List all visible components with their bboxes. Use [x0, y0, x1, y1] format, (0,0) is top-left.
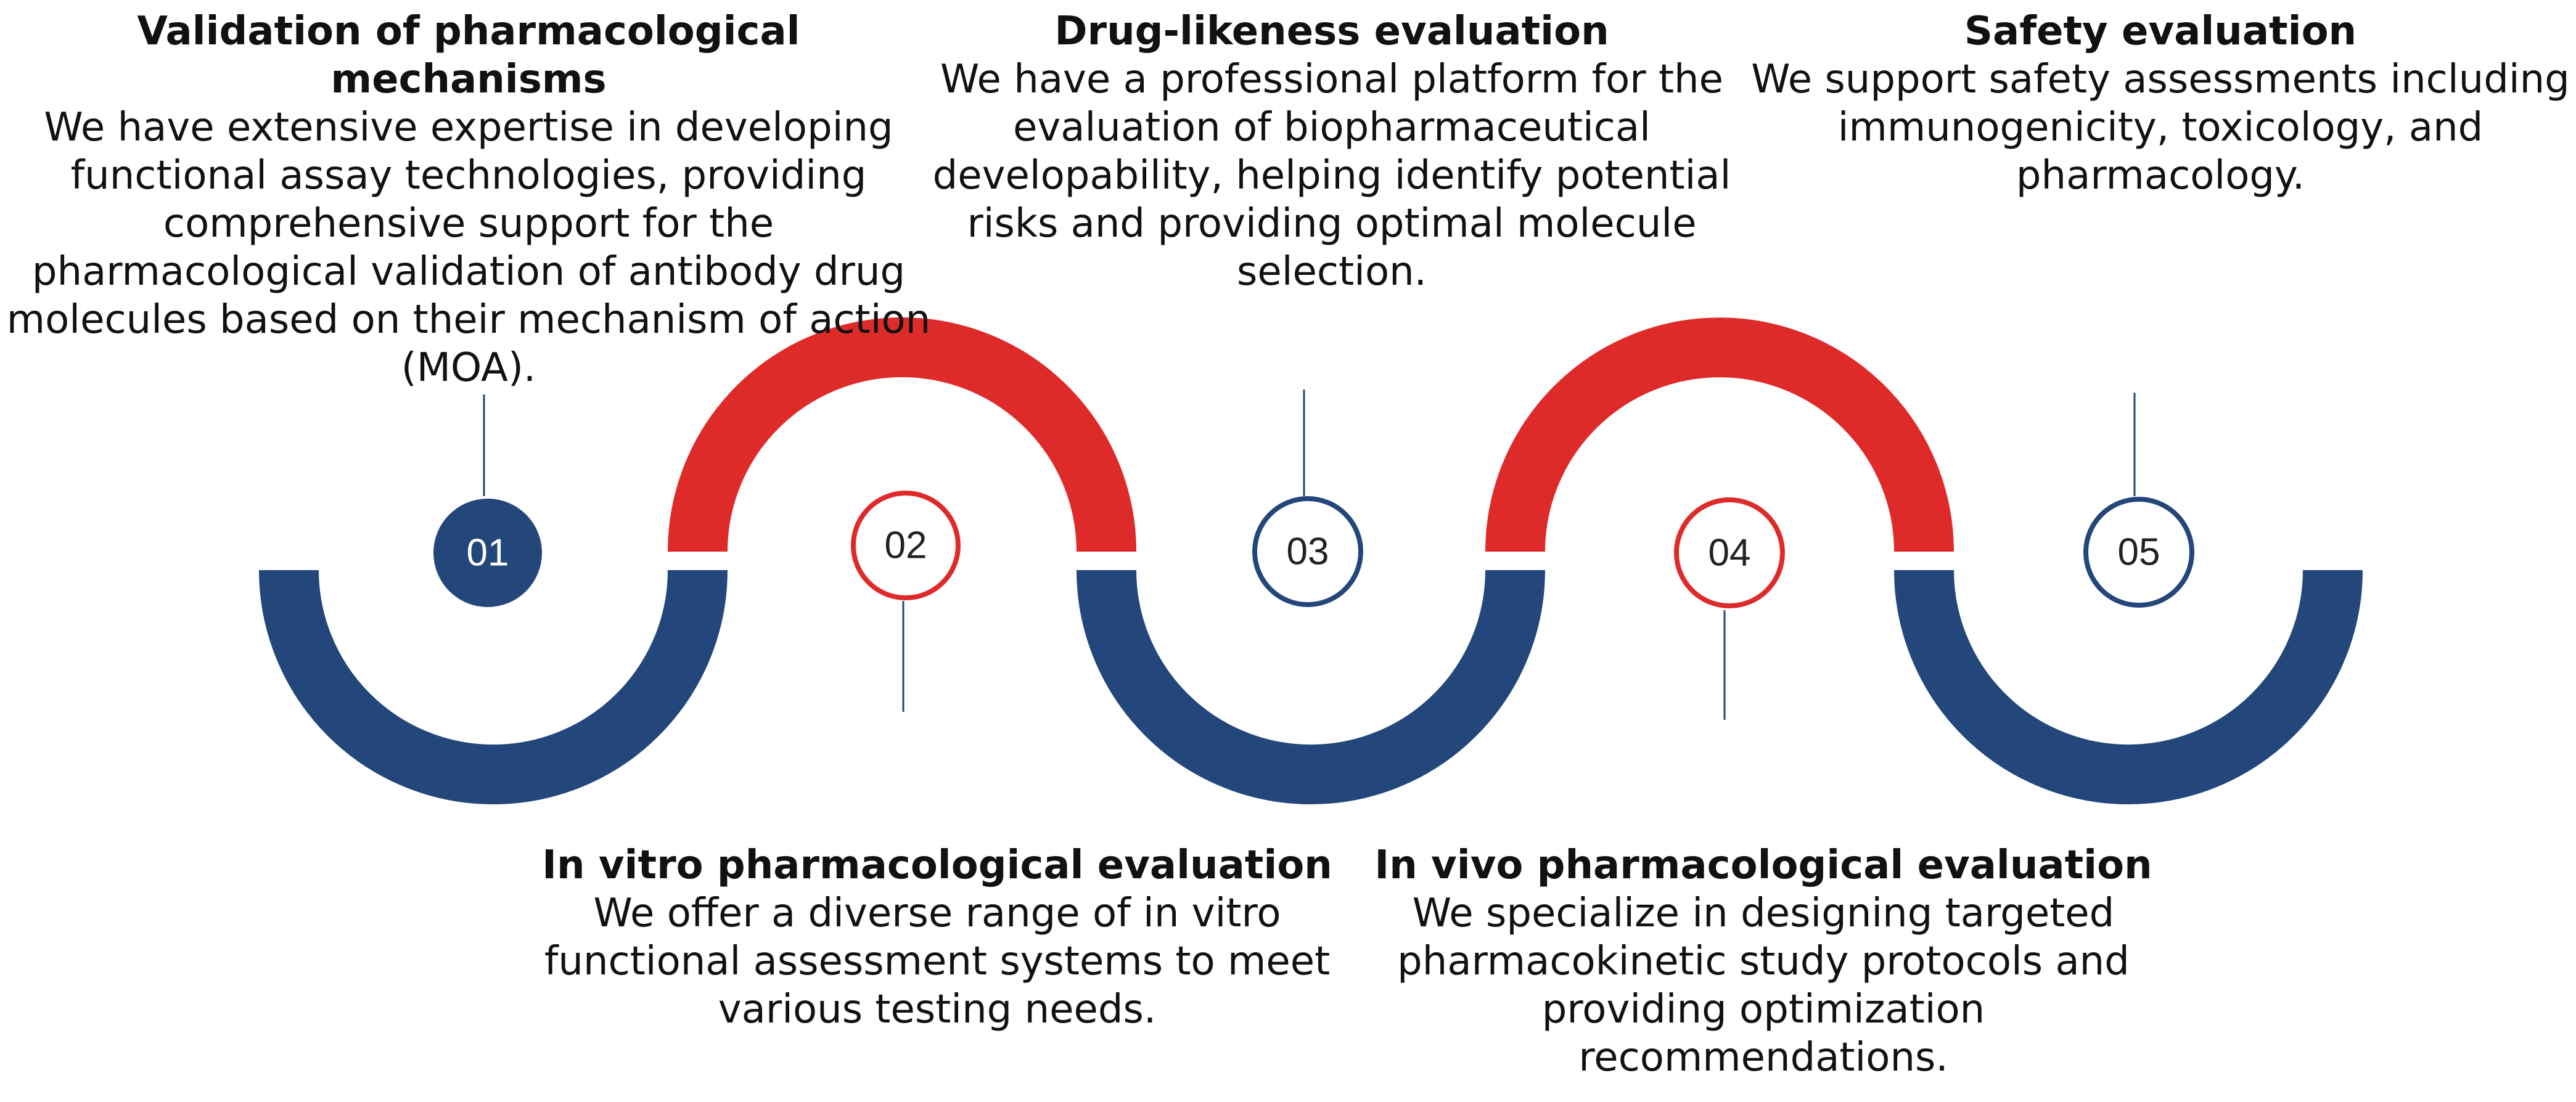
- wave-arc-1: [259, 569, 728, 804]
- step-title-1: Validation of pharmacological mechanisms: [137, 9, 800, 102]
- step-circle-1: [433, 499, 542, 607]
- step-marker-2: 02: [851, 491, 961, 600]
- step-number-5: 05: [2118, 531, 2160, 574]
- step-description-5: We support safety assessments including …: [1751, 57, 2570, 198]
- step-text-1: Validation of pharmacological mechanisms…: [0, 7, 937, 392]
- step-description-4: We specialize in designing targeted phar…: [1397, 891, 2130, 1080]
- step-title-2: In vitro pharmacological evaluation: [542, 843, 1332, 888]
- step-circle-2: [851, 491, 961, 600]
- step-number-1: 01: [467, 532, 509, 574]
- step-text-3: Drug-likeness evaluation We have a profe…: [906, 7, 1757, 296]
- step-marker-1: 01: [433, 499, 542, 607]
- wave-arc-2: [668, 317, 1136, 552]
- step-text-5: Safety evaluation We support safety asse…: [1745, 7, 2576, 200]
- wave-arc-4: [1485, 317, 1954, 552]
- step-circle-3: [1252, 496, 1363, 607]
- step-circle-4: [1674, 497, 1785, 608]
- step-title-4: In vivo pharmacological evaluation: [1374, 843, 2152, 888]
- step-title-3: Drug-likeness evaluation: [1054, 9, 1609, 54]
- step-number-3: 03: [1287, 531, 1329, 573]
- wave-arc-5: [1894, 569, 2363, 804]
- step-description-2: We offer a diverse range of in vitro fun…: [544, 891, 1331, 1032]
- step-number-2: 02: [885, 524, 927, 567]
- step-number-4: 04: [1708, 532, 1751, 574]
- step-circle-5: [2083, 497, 2194, 608]
- step-marker-5: 05: [2083, 497, 2194, 608]
- step-marker-3: 03: [1252, 496, 1363, 607]
- step-text-2: In vitro pharmacological evaluation We o…: [530, 841, 1344, 1034]
- step-description-1: We have extensive expertise in developin…: [6, 105, 931, 391]
- wave-arc-3: [1077, 569, 1545, 804]
- step-title-5: Safety evaluation: [1964, 9, 2357, 54]
- step-text-4: In vivo pharmacological evaluation We sp…: [1356, 841, 2170, 1082]
- step-description-3: We have a professional platform for the …: [932, 57, 1731, 295]
- step-marker-4: 04: [1674, 497, 1785, 608]
